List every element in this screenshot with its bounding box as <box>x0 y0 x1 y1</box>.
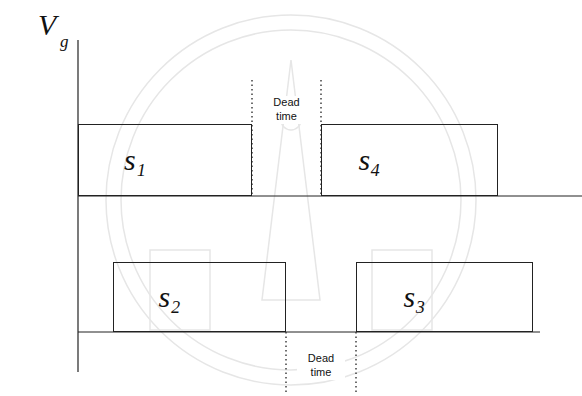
axis-name: V <box>38 8 56 42</box>
dead-time-note: Dead time <box>297 352 345 380</box>
axes <box>78 40 582 372</box>
gate-pulse: s₄ <box>321 124 498 196</box>
switch-name: s₂ <box>158 280 180 314</box>
gate-pulse: s₃ <box>356 262 533 332</box>
switch-name: s₁ <box>124 143 146 177</box>
watermark-seal <box>106 15 476 385</box>
gate-pulse: s₁ <box>78 124 252 196</box>
switch-name: s₄ <box>358 143 380 177</box>
axis-subscript: g <box>60 32 69 52</box>
dead-time-note: Dead time <box>263 96 311 124</box>
gate-pulse: s₂ <box>113 262 286 332</box>
switch-name: s₃ <box>403 280 425 314</box>
dead-time-markers <box>252 80 356 392</box>
